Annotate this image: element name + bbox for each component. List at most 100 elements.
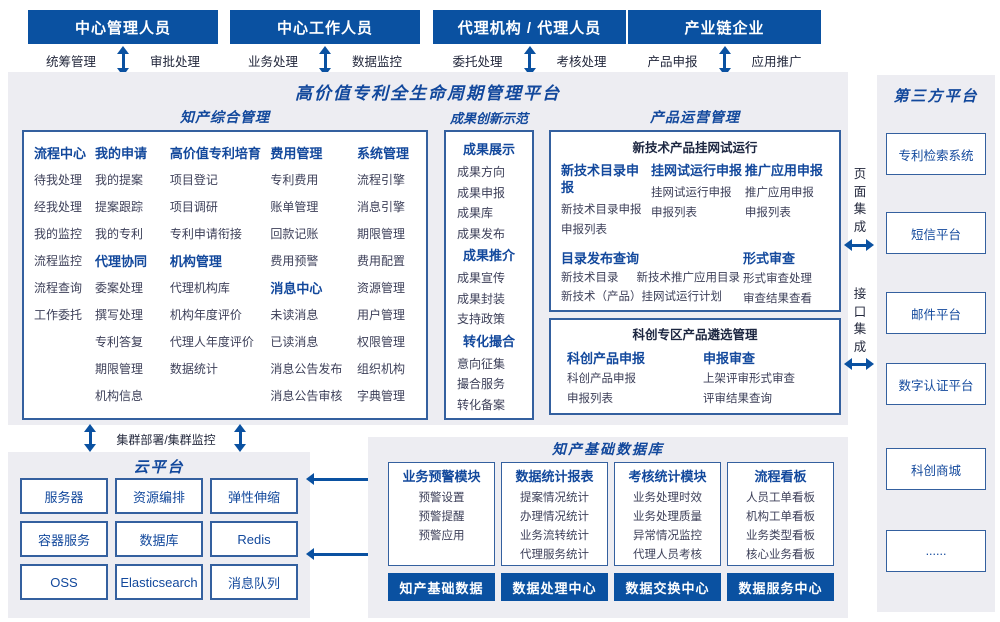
role-group-industry-chain: 产业链企业 产品申报 应用推广 (628, 10, 821, 76)
menu-item: 权限管理 (356, 335, 405, 349)
double-arrow-horizontal-icon (844, 237, 874, 253)
db-module: 考核统计模块 业务处理时效业务处理质量异常情况监控代理人员考核 数据交换中心 (614, 462, 721, 601)
menu-item: 费用配置 (356, 254, 405, 268)
box-title: 科创专区产品遴选管理 (632, 328, 758, 342)
db-module-box: 考核统计模块 业务处理时效业务处理质量异常情况监控代理人员考核 (614, 462, 721, 566)
section-product-ops: 产品运营管理 新技术产品挂网试运行 新技术目录申报 新技术目录申报申报列表 挂网… (545, 104, 845, 420)
integration-label-page: 页面集成 (853, 167, 867, 234)
menu-item: 意向征集 (457, 356, 506, 371)
db-item: 提案情况统计 (520, 492, 589, 504)
group-header: 消息中心 (270, 281, 323, 296)
db-module-box: 数据统计报表 提案情况统计办理情况统计业务流转统计代理服务统计 (501, 462, 608, 566)
db-module-box: 业务预警模块 预警设置预警提醒预警应用 (388, 462, 495, 566)
group-header: 目录发布查询 (561, 251, 640, 266)
trial-column: 新技术目录申报 新技术目录申报申报列表 (561, 162, 651, 240)
db-module: 数据统计报表 提案情况统计办理情况统计业务流转统计代理服务统计 数据处理中心 (501, 462, 608, 601)
menu-item: 上架评审形式审查 (703, 373, 795, 385)
section-title: 产品运营管理 (650, 109, 740, 125)
group-header: 申报审查 (703, 351, 756, 366)
role-actions: 统筹管理 审批处理 (28, 51, 218, 70)
cloud-service-box: Redis (210, 521, 298, 557)
cloud-service-box: OSS (20, 564, 108, 600)
group-header: 推广应用申报 (744, 163, 823, 178)
menu-item: 账单管理 (270, 200, 319, 214)
menu-item: 成果发布 (457, 226, 506, 241)
ip-column: 我的申请 我的提案提案跟踪我的专利 代理协同 委案处理撰写处理专利答复期限管理机… (95, 140, 170, 410)
menu-item: 流程监控 (34, 254, 83, 268)
role-group-agencies: 代理机构 / 代理人员 委托处理 考核处理 (433, 10, 626, 76)
menu-item: 推广应用申报 (744, 187, 814, 199)
menu-item: 机构信息 (95, 389, 144, 403)
third-party-box: 专利检索系统 (886, 133, 986, 175)
menu-item: 已读消息 (270, 335, 319, 349)
database-panel: 知产基础数据库 业务预警模块 预警设置预警提醒预警应用 知产基础数据 数据统计报… (368, 437, 848, 618)
db-item: 机构工单看板 (746, 511, 815, 523)
third-party-box: ...... (886, 530, 986, 572)
menu-item: 期限管理 (356, 227, 405, 241)
role-action-right: 数据监控 (352, 55, 403, 69)
menu-item: 流程查询 (34, 281, 83, 295)
menu-item: 费用预警 (270, 254, 319, 268)
group-header: 转化撮合 (462, 333, 515, 349)
group-header: 新技术目录申报 (561, 163, 640, 195)
menu-item: 字典管理 (356, 389, 405, 403)
menu-item: 未读消息 (270, 308, 319, 322)
menu-item: 项目登记 (169, 173, 218, 187)
db-module-header: 业务预警模块 (402, 469, 481, 484)
group-header: 代理协同 (95, 254, 148, 269)
menu-item: 工作委托 (34, 308, 83, 322)
ip-column: 系统管理 流程引擎消息引擎期限管理费用配置资源管理用户管理权限管理组织机构字典管… (357, 140, 418, 410)
double-arrow-vertical-icon (232, 424, 248, 452)
trial-run-box: 新技术产品挂网试运行 新技术目录申报 新技术目录申报申报列表 挂网试运行申报 挂… (549, 130, 841, 312)
cloud-service-box: 资源编排 (115, 478, 203, 514)
group-header: 高价值专利培育 (169, 146, 261, 161)
menu-item: 新技术推广应用目录 (636, 272, 741, 284)
third-party-box: 数字认证平台 (886, 363, 986, 405)
db-module-header: 数据统计报表 (515, 469, 594, 484)
role-bar: 中心工作人员 (230, 10, 420, 44)
group-header: 成果推介 (462, 248, 515, 263)
ip-management-box: 流程中心 待我处理经我处理我的监控流程监控流程查询工作委托 我的申请 我的提案提… (22, 130, 428, 420)
menu-item: 流程引擎 (356, 173, 405, 187)
menu-item: 资源管理 (356, 281, 405, 295)
group-header: 科创产品申报 (567, 351, 646, 366)
catalog-row: 新技术目录新技术推广应用目录 (561, 269, 740, 288)
third-party-panel: 第三方平台 专利检索系统 短信平台 邮件平台 数字认证平台 科创商城 .....… (877, 75, 995, 612)
menu-item: 转化备案 (457, 397, 506, 412)
db-module: 业务预警模块 预警设置预警提醒预警应用 知产基础数据 (388, 462, 495, 601)
role-action-left: 委托处理 (452, 55, 503, 69)
menu-item: 成果库 (457, 206, 494, 220)
db-item: 业务流转统计 (520, 530, 589, 542)
role-bar: 产业链企业 (628, 10, 821, 44)
menu-item: 成果封装 (457, 291, 506, 306)
role-action-right: 审批处理 (150, 55, 201, 69)
role-bar: 代理机构 / 代理人员 (433, 10, 626, 44)
db-module: 流程看板 人员工单看板机构工单看板业务类型看板核心业务看板 数据服务中心 (727, 462, 834, 601)
menu-item: 专利申请衔接 (169, 227, 242, 241)
role-actions: 业务处理 数据监控 (230, 51, 420, 70)
menu-item: 成果方向 (457, 165, 506, 179)
role-actions: 产品申报 应用推广 (628, 51, 821, 70)
menu-item: 挂网试运行申报 (650, 187, 732, 199)
menu-item: 申报列表 (567, 393, 613, 405)
menu-item: 项目调研 (169, 200, 218, 214)
third-party-box: 科创商城 (886, 448, 986, 490)
menu-item: 成果宣传 (457, 271, 506, 285)
ip-column: 流程中心 待我处理经我处理我的监控流程监控流程查询工作委托 (34, 140, 95, 410)
menu-item: 评审结果查询 (703, 393, 772, 405)
role-action-right: 应用推广 (751, 55, 802, 69)
cloud-service-box: 数据库 (115, 521, 203, 557)
ip-column: 费用管理 专利费用账单管理回款记账费用预警 消息中心 未读消息已读消息消息公告发… (270, 140, 357, 410)
menu-item: 我的提案 (95, 173, 144, 187)
db-center-button: 数据交换中心 (614, 573, 721, 601)
cloud-service-box: 弹性伸缩 (210, 478, 298, 514)
menu-item: 待我处理 (34, 173, 83, 187)
menu-item: 支持政策 (457, 312, 506, 326)
section-achievement: 成果创新示范 成果展示 成果方向成果申报成果库成果发布 成果推介 成果宣传成果封… (440, 104, 538, 420)
panel-title: 知产基础数据库 (552, 441, 664, 457)
menu-item: 数据统计 (169, 362, 218, 376)
db-item: 业务处理时效 (633, 492, 702, 504)
group-header: 我的申请 (95, 146, 148, 161)
